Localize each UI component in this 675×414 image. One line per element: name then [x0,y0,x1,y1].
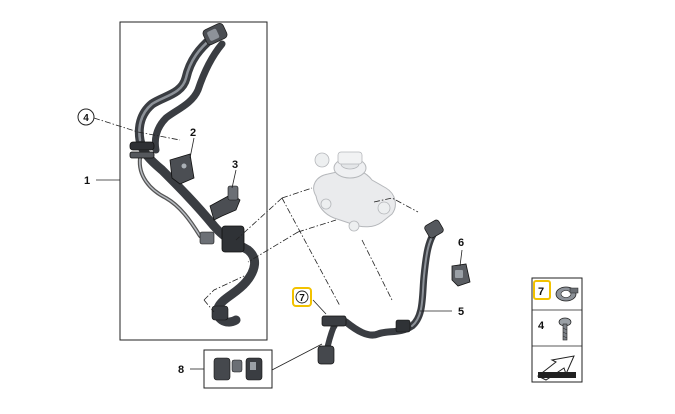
legend-panel: 7 4 [531,277,583,383]
high-pressure-pump [313,151,396,232]
callout-leaders [96,137,463,371]
svg-text:2: 2 [190,127,196,139]
callout-5[interactable]: 5 [458,306,464,318]
svg-text:1: 1 [84,175,90,187]
svg-text:8: 8 [178,364,184,376]
hose-clamp-icon [555,286,579,302]
arrow-icon [537,355,576,381]
hose-connector-top [202,23,228,45]
hose-5[interactable] [317,219,444,365]
svg-text:4: 4 [83,113,89,124]
legend-item-4[interactable]: 4 [538,317,572,341]
svg-text:7: 7 [538,286,544,298]
bracket-2[interactable] [169,153,195,185]
callout-6[interactable]: 6 [458,237,464,249]
svg-text:7: 7 [299,293,305,304]
hose-sensor-block [199,225,245,253]
hose-clamp [129,141,155,159]
bracket-6[interactable] [451,263,471,287]
svg-text:5: 5 [458,306,464,318]
leader-lines [93,117,419,313]
svg-text:3: 3 [232,159,238,171]
callout-3[interactable]: 3 [232,159,238,171]
legend-item-7[interactable]: 7 [533,280,579,302]
assembly-1-frame [119,21,268,341]
callout-2[interactable]: 2 [190,127,196,139]
callout-8[interactable]: 8 [178,364,184,376]
screw-icon [558,317,572,341]
part-8-kit[interactable] [203,349,273,389]
bracket-3[interactable] [209,185,241,221]
callout-7[interactable]: 7 [292,287,312,307]
callout-4[interactable]: 4 [77,108,95,126]
hose-assembly-1[interactable] [129,22,259,327]
svg-text:6: 6 [458,237,464,249]
callout-1[interactable]: 1 [84,175,90,187]
svg-text:4: 4 [538,320,545,332]
